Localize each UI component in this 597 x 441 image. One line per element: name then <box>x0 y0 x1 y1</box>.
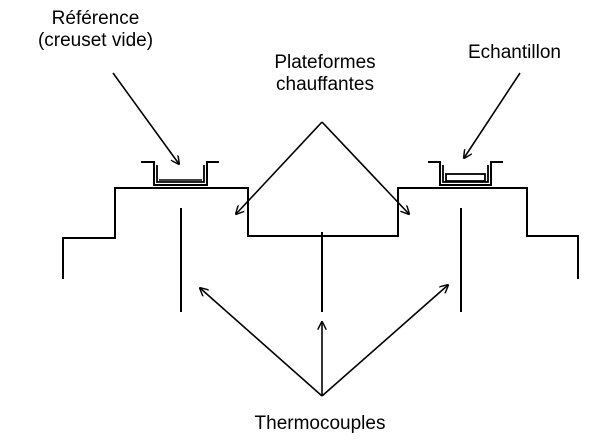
thermocouple-arrow-left <box>200 288 323 397</box>
thermocouple-arrow-right <box>321 285 448 397</box>
reference-crucible <box>141 161 219 186</box>
reference-label: Référence (creuset vide) <box>8 8 183 52</box>
heating-platform-outline <box>62 187 579 279</box>
heating-platforms-label: Plateformes chauffantes <box>245 52 405 96</box>
reference-arrow <box>112 72 179 164</box>
heating-platforms-label-line2: chauffantes <box>276 74 374 95</box>
sample-label: Echantillon <box>468 42 597 64</box>
thermocouples-label: Thermocouples <box>220 413 420 435</box>
platform-arrow-left <box>236 121 323 214</box>
sample-pellet <box>445 173 486 182</box>
platform-arrow-right <box>321 121 409 214</box>
sample-label-text: Echantillon <box>468 42 561 63</box>
sample-crucible <box>428 161 503 186</box>
heating-platforms-label-line1: Plateformes <box>274 52 376 73</box>
reference-label-line1: Référence <box>51 8 140 29</box>
thermocouples-label-text: Thermocouples <box>254 413 386 434</box>
reference-label-line2: (creuset vide) <box>37 30 154 51</box>
sample-arrow <box>464 72 521 158</box>
